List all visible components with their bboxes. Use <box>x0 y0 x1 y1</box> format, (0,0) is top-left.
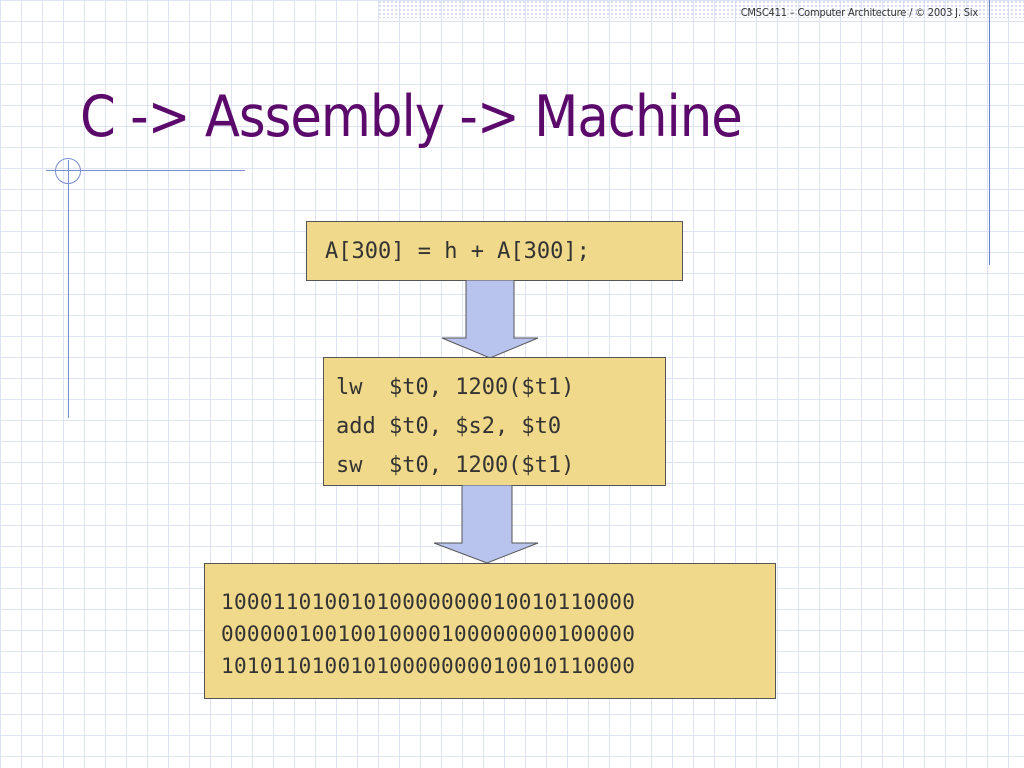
decorative-vertical-line-right <box>989 0 990 265</box>
decorative-circle <box>55 158 81 184</box>
assembly-line-2: add $t0, $s2, $t0 <box>336 414 562 439</box>
assembly-line-1: lw $t0, 1200($t1) <box>336 375 575 400</box>
c-code-line: A[300] = h + A[300]; <box>325 239 590 264</box>
down-arrow-1 <box>441 280 539 359</box>
machine-code-box: 10001101001010000000010010110000 0000001… <box>204 563 776 699</box>
slide-footer: CMSC411 – Computer Architecture / © 2003… <box>740 6 979 19</box>
c-code-box: A[300] = h + A[300]; <box>306 221 683 281</box>
slide-title: C -> Assembly -> Machine <box>80 84 743 150</box>
decorative-vertical-line-left <box>68 160 69 418</box>
assembly-code-box: lw $t0, 1200($t1) add $t0, $s2, $t0 sw $… <box>323 357 666 486</box>
header-band <box>378 0 1024 18</box>
machine-line-3: 10101101001010000000010010110000 <box>221 654 636 678</box>
decorative-horizontal-line <box>46 170 245 171</box>
machine-line-1: 10001101001010000000010010110000 <box>221 590 636 614</box>
machine-line-2: 00000010010010000100000000100000 <box>221 622 636 646</box>
down-arrow-2 <box>433 485 539 564</box>
assembly-line-3: sw $t0, 1200($t1) <box>336 453 575 478</box>
